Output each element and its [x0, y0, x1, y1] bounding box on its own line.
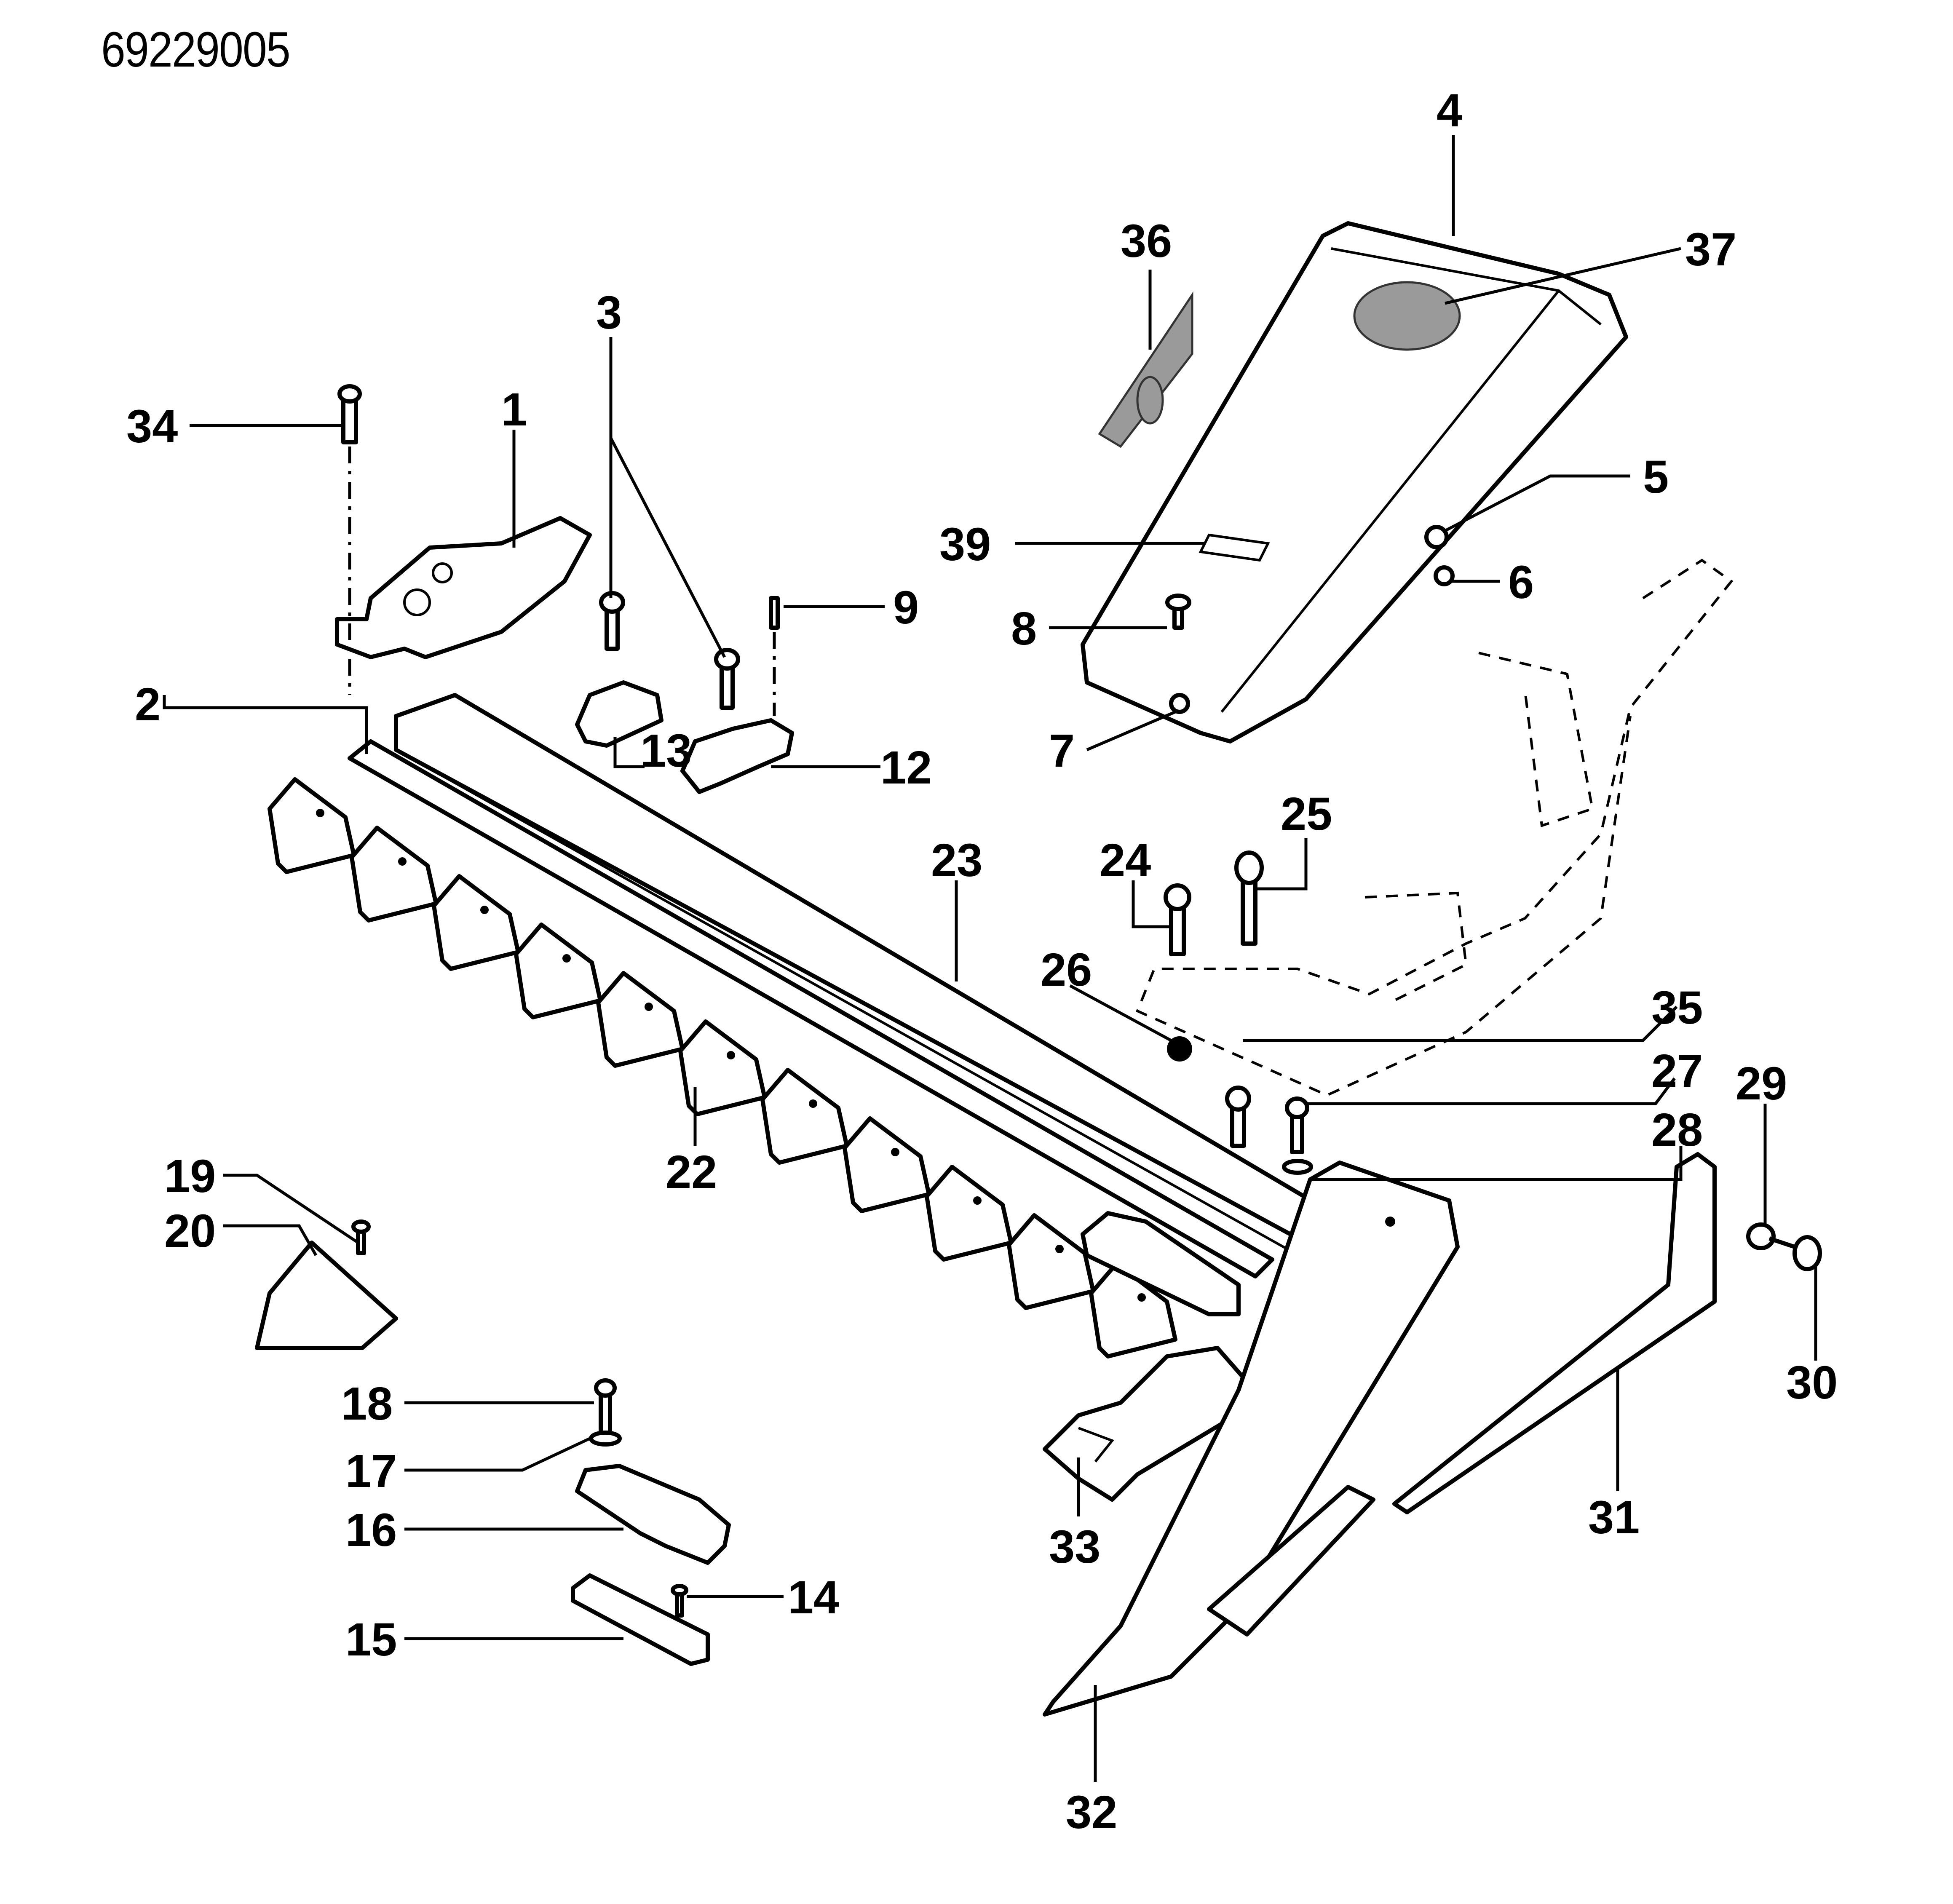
part-28-washer	[1282, 1159, 1313, 1175]
callout-36: 36	[1121, 215, 1172, 267]
callout-4: 4	[1437, 85, 1462, 136]
rivet-hole	[1137, 1293, 1146, 1302]
rivet-hole	[973, 1196, 982, 1205]
knife-section	[1007, 1213, 1095, 1310]
callout-23: 23	[931, 834, 982, 886]
part-22-knife-sections	[268, 777, 1177, 1358]
rivet-hole	[562, 954, 571, 963]
callout-35: 35	[1651, 982, 1703, 1034]
rivet-hole	[398, 857, 407, 866]
part-12-bracket	[680, 718, 794, 794]
knife-section	[514, 923, 602, 1019]
part-9-pin	[769, 596, 780, 716]
callout-6: 6	[1508, 556, 1534, 608]
callout-19: 19	[164, 1150, 216, 1202]
callout-22: 22	[666, 1146, 717, 1198]
part-17-washer	[589, 1431, 622, 1447]
callout-27: 27	[1651, 1045, 1703, 1097]
label-plate-39	[1199, 533, 1270, 562]
callout-18: 18	[341, 1378, 393, 1430]
part-25-bolt	[1234, 850, 1264, 946]
callout-31: 31	[1588, 1492, 1640, 1543]
leader-lines	[163, 135, 1817, 1782]
part-3-bolts	[599, 591, 740, 710]
part-18-bolt	[594, 1378, 617, 1436]
callout-26: 26	[1041, 944, 1092, 996]
part-14-rivet	[671, 1584, 688, 1618]
part-24-bolt	[1164, 883, 1191, 956]
knife-section	[268, 777, 356, 874]
callout-14: 14	[788, 1572, 839, 1623]
part-15-plate	[571, 1573, 710, 1666]
part-13-clip	[575, 680, 663, 748]
knife-section	[596, 971, 685, 1068]
part-6-nut	[1434, 565, 1455, 586]
part-19-rivet	[351, 1219, 371, 1255]
knife-section	[843, 1116, 931, 1213]
part-1-divider	[335, 516, 592, 659]
callout-9: 9	[893, 582, 919, 634]
part-16-guard-mounted	[1081, 1211, 1241, 1316]
part-2-bar	[348, 739, 1274, 1278]
knife-section	[350, 826, 438, 923]
callout-16: 16	[345, 1504, 397, 1556]
callout-25: 25	[1281, 788, 1332, 840]
callout-15: 15	[345, 1614, 397, 1666]
part-27-bolt	[1285, 1096, 1309, 1154]
part-4-cover	[1081, 221, 1628, 743]
callout-30: 30	[1786, 1357, 1838, 1409]
rivet-hole	[891, 1148, 899, 1156]
part-34-bolt	[337, 384, 362, 695]
callout-13: 13	[640, 725, 692, 777]
document-number: 69229005	[101, 22, 291, 78]
part-32-shoe	[1043, 1161, 1460, 1717]
callout-1: 1	[501, 384, 527, 436]
part-5-nut	[1424, 525, 1449, 549]
part-20-plate	[255, 1241, 398, 1350]
ghost-mower-arm	[1136, 559, 1734, 1097]
callout-32: 32	[1066, 1786, 1117, 1838]
callout-33: 33	[1049, 1521, 1100, 1573]
callout-39: 39	[939, 519, 991, 570]
part-31-runner	[1392, 1152, 1717, 1514]
decal-37	[1353, 281, 1461, 351]
part-8-screw	[1165, 594, 1191, 630]
callout-20: 20	[164, 1205, 216, 1257]
callout-5: 5	[1643, 451, 1669, 503]
knife-section	[678, 1019, 767, 1116]
callout-29: 29	[1736, 1058, 1787, 1110]
rivet-hole	[645, 1003, 653, 1011]
rivet-hole	[809, 1099, 817, 1108]
callout-28: 28	[1651, 1104, 1703, 1156]
part-29-30-hardware	[1746, 1222, 1822, 1271]
part-36-decal	[1098, 291, 1193, 448]
part-7-screw	[1169, 693, 1190, 714]
callout-labels: 4 37 36 34 1 3 9 39 8 5 6 7 2 13 12 23 2…	[126, 85, 1838, 1838]
part-16-guard	[575, 1464, 731, 1565]
rivet-hole	[1055, 1245, 1064, 1253]
callout-17: 17	[345, 1445, 397, 1497]
callout-37: 37	[1685, 224, 1736, 275]
rivet-hole	[727, 1051, 735, 1059]
part-26-nut	[1167, 1036, 1192, 1062]
callout-8: 8	[1011, 603, 1037, 655]
part-35-bolt	[1225, 1086, 1251, 1148]
callout-24: 24	[1100, 834, 1151, 886]
knife-section	[925, 1165, 1013, 1262]
knife-section	[432, 874, 520, 971]
rivet-hole	[480, 906, 489, 914]
callout-2: 2	[135, 679, 161, 730]
callout-34: 34	[126, 401, 178, 452]
callout-3: 3	[596, 287, 622, 339]
rivet-hole	[316, 809, 324, 817]
callout-7: 7	[1049, 725, 1075, 777]
callout-12: 12	[880, 742, 932, 794]
knife-section	[760, 1068, 849, 1165]
